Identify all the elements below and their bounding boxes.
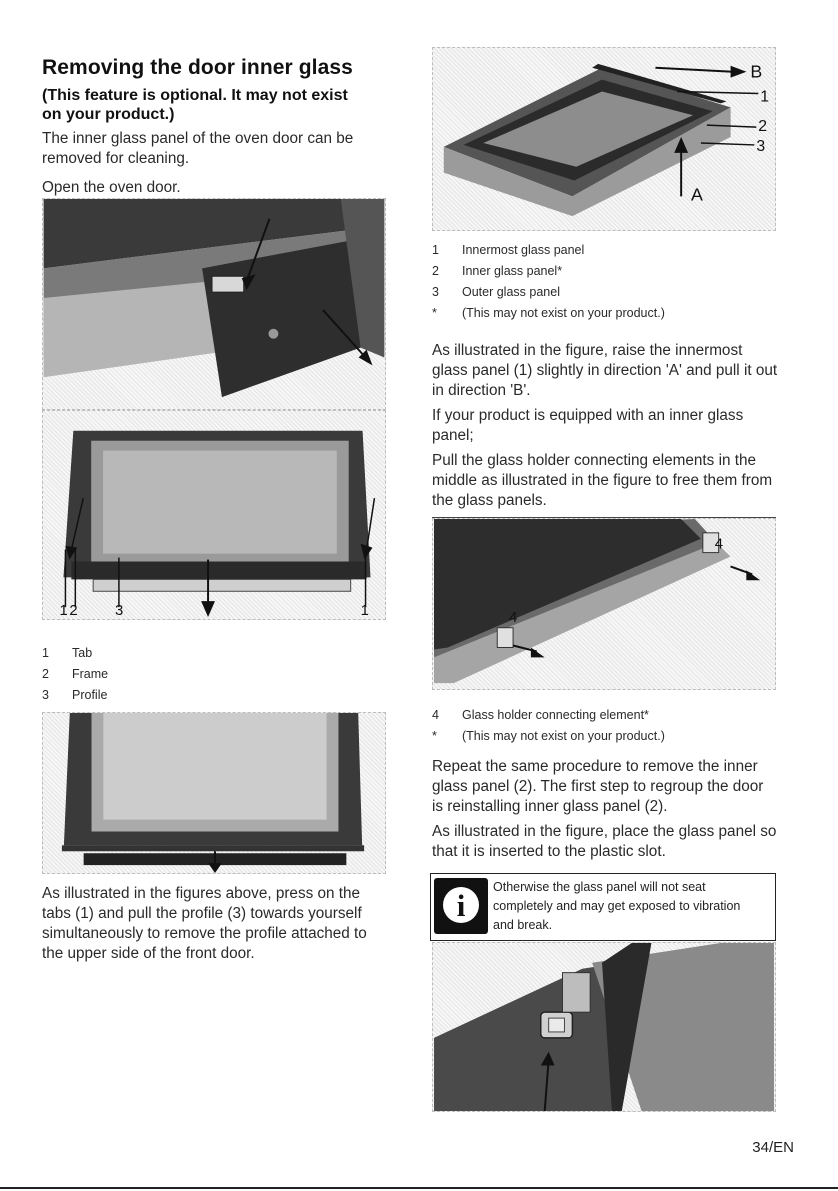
bottom-rule — [0, 1187, 838, 1189]
raise-panel-text: As illustrated in the figure, raise the … — [432, 342, 778, 399]
callout-3: 3 — [115, 603, 123, 619]
equipped-text: If your product is equipped with an inne… — [432, 407, 744, 444]
optional-feature-note: (This feature is optional. It may not ex… — [42, 87, 348, 123]
repeat-procedure-text: Repeat the same procedure to remove the … — [432, 758, 764, 815]
callout-A: A — [691, 184, 703, 204]
plastic-slot-illustration — [434, 943, 774, 1111]
legend-item: *(This may not exist on your product.) — [432, 729, 665, 743]
figure-plastic-slot — [432, 942, 776, 1112]
door-front-illustration: 1 2 3 1 — [59, 430, 376, 619]
door-top-illustration — [43, 199, 385, 398]
callout-3: 3 — [756, 138, 765, 155]
info-notice: i Otherwise the glass panel will not sea… — [430, 873, 776, 941]
callout-1b: 1 — [361, 603, 369, 619]
callout-4a: 4 — [715, 537, 723, 553]
callout-2: 2 — [69, 603, 77, 619]
figure-door-top — [42, 198, 386, 410]
callout-4b: 4 — [509, 610, 517, 626]
callout-1a: 1 — [59, 603, 67, 619]
callout-1: 1 — [760, 88, 769, 105]
pull-holders-text: Pull the glass holder connecting element… — [432, 452, 773, 509]
info-icon: i — [434, 878, 488, 934]
callout-2: 2 — [758, 118, 767, 135]
figure-profile-removed — [42, 712, 386, 874]
legend-item: *(This may not exist on your product.) — [432, 306, 665, 320]
place-panel-text: As illustrated in the figure, place the … — [432, 823, 777, 860]
figure-door-front: 1 2 3 1 — [42, 410, 386, 620]
glass-holder-illustration: 4 4 — [434, 519, 761, 684]
page-number: 34/EN — [752, 1139, 794, 1156]
notice-text: Otherwise the glass panel will not seat … — [493, 880, 741, 932]
page-title: Removing the door inner glass — [42, 56, 353, 79]
open-door-text: Open the oven door. — [42, 179, 181, 196]
figure-glass-panels: B 1 2 3 A — [432, 47, 776, 231]
figure-glass-holder: 4 4 — [432, 518, 776, 690]
intro-text: The inner glass panel of the oven door c… — [42, 130, 354, 167]
profile-removed-illustration — [61, 713, 365, 873]
section-divider — [432, 517, 776, 518]
callout-B: B — [750, 62, 762, 82]
remove-profile-instructions: As illustrated in the figures above, pre… — [42, 885, 367, 962]
glass-panels-illustration: B 1 2 3 A — [443, 62, 769, 217]
